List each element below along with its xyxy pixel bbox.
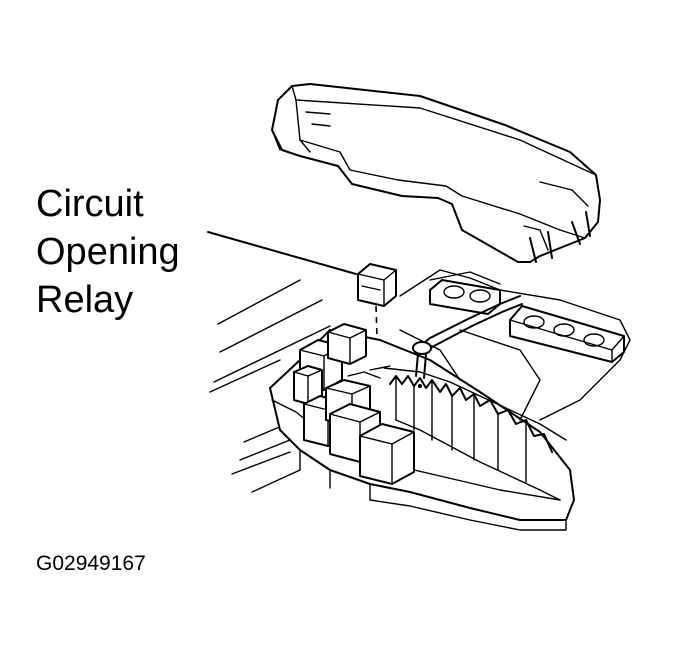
engine-bay-lines [209,279,331,493]
callout-line-1: Circuit [36,183,144,225]
callout-line-3: Relay [36,279,134,321]
fuse-row [383,367,567,501]
ground-wire [412,295,523,388]
leader-line [207,231,357,275]
relay-callout-label: Circuit Opening Relay [36,180,180,324]
fuse-box-cover [271,83,601,263]
engine-component-right [399,269,631,421]
figure-id: G02949167 [36,552,146,575]
fuse-box-base [269,329,575,531]
circuit-opening-relay [357,263,397,307]
installed-relays [293,323,415,485]
callout-line-2: Opening [36,231,180,273]
